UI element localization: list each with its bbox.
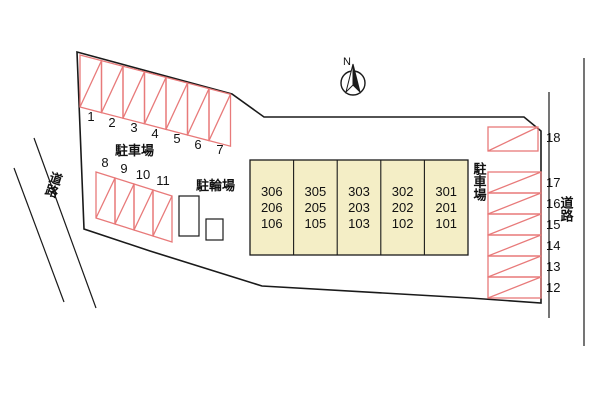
- stall-label: 4: [151, 126, 158, 141]
- parking-stall-labels-mid: 8 9 10 11: [101, 155, 169, 188]
- bicycle-parking-label: 駐輪場: [196, 178, 235, 193]
- building-unit-column: 301 201 101: [435, 184, 457, 231]
- road-left-label: 道路: [42, 169, 65, 199]
- stall-label: 18: [546, 130, 560, 145]
- stall-label: 13: [546, 259, 560, 274]
- building-unit-column: 305 205 105: [305, 184, 327, 231]
- stall-label: 16: [546, 196, 560, 211]
- room-number: 302: [392, 184, 414, 199]
- stall-label: 9: [120, 161, 127, 176]
- stall-label: 14: [546, 238, 560, 253]
- bicycle-parking-racks: [178, 195, 224, 241]
- stall-label: 10: [136, 167, 150, 182]
- stall-label: 3: [130, 120, 137, 135]
- bicycle-rack: [178, 195, 200, 237]
- parking-stall-labels-right: 17 16 15 14 13 12: [546, 175, 560, 295]
- stall-label: 5: [173, 131, 180, 146]
- building: 306 206 106 305 205 105 303 203 103 302 …: [249, 159, 469, 256]
- parking-stall: [208, 87, 232, 148]
- parking-stall: [152, 189, 173, 243]
- room-number: 303: [348, 184, 370, 199]
- building-unit-column: 303 203 103: [348, 184, 370, 231]
- parking-stalls-right: [487, 171, 542, 299]
- room-number: 201: [435, 200, 457, 215]
- parking-stalls-top: [79, 54, 232, 148]
- building-unit-dividers: [293, 160, 425, 255]
- room-number: 102: [392, 216, 414, 231]
- stall-label: 2: [108, 115, 115, 130]
- stall-label: 1: [87, 109, 94, 124]
- stall-label: 15: [546, 217, 560, 232]
- parking-stall-labels-top: 1 2 3 4 5 6 7: [87, 109, 223, 157]
- room-number: 105: [305, 216, 327, 231]
- room-number: 101: [435, 216, 457, 231]
- stall-label: 17: [546, 175, 560, 190]
- parking-left-label: 駐車場: [115, 143, 154, 158]
- room-number: 205: [305, 200, 327, 215]
- parking-right-label: 駐車場: [472, 161, 487, 202]
- road-left-line-inner: [33, 137, 97, 309]
- room-number: 306: [261, 184, 283, 199]
- road-right: [548, 58, 585, 346]
- parking-stall-18: [487, 126, 539, 152]
- room-number: 203: [348, 200, 370, 215]
- room-number: 301: [435, 184, 457, 199]
- room-number: 106: [261, 216, 283, 231]
- building-unit-column: 306 206 106: [261, 184, 283, 231]
- room-number: 103: [348, 216, 370, 231]
- building-unit-column: 302 202 102: [392, 184, 414, 231]
- parking-stalls-mid: [95, 171, 173, 243]
- north-arrow-icon: N: [340, 56, 366, 96]
- room-number: 202: [392, 200, 414, 215]
- room-number: 305: [305, 184, 327, 199]
- stall-label: 6: [194, 137, 201, 152]
- stall-label: 7: [216, 142, 223, 157]
- building-unit-numbers: 306 206 106 305 205 105 303 203 103 302 …: [261, 184, 457, 231]
- room-number: 206: [261, 200, 283, 215]
- stall-label: 12: [546, 280, 560, 295]
- stall-label: 8: [101, 155, 108, 170]
- north-label: N: [343, 56, 351, 68]
- road-left-line-outer: [13, 167, 65, 303]
- bicycle-rack: [205, 218, 224, 241]
- road-left: [13, 137, 97, 309]
- building-outline: [249, 159, 469, 256]
- road-right-label: 道路: [559, 195, 574, 222]
- stall-label: 11: [156, 173, 170, 188]
- parking-stall: [487, 276, 542, 299]
